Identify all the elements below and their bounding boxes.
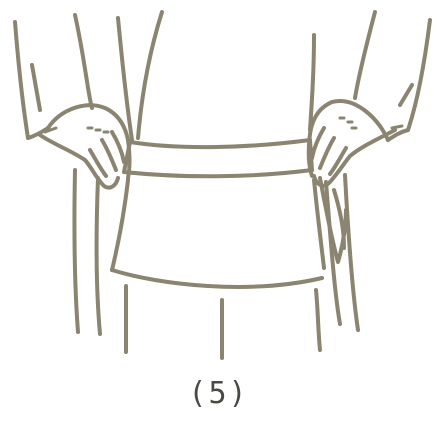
figure-caption: (5) [0, 376, 437, 411]
belt [124, 140, 312, 176]
right-hand [309, 101, 402, 186]
left-hand [40, 105, 130, 187]
right-sleeve [355, 12, 430, 140]
apron-panel [112, 180, 324, 358]
belt-ties [320, 178, 346, 262]
